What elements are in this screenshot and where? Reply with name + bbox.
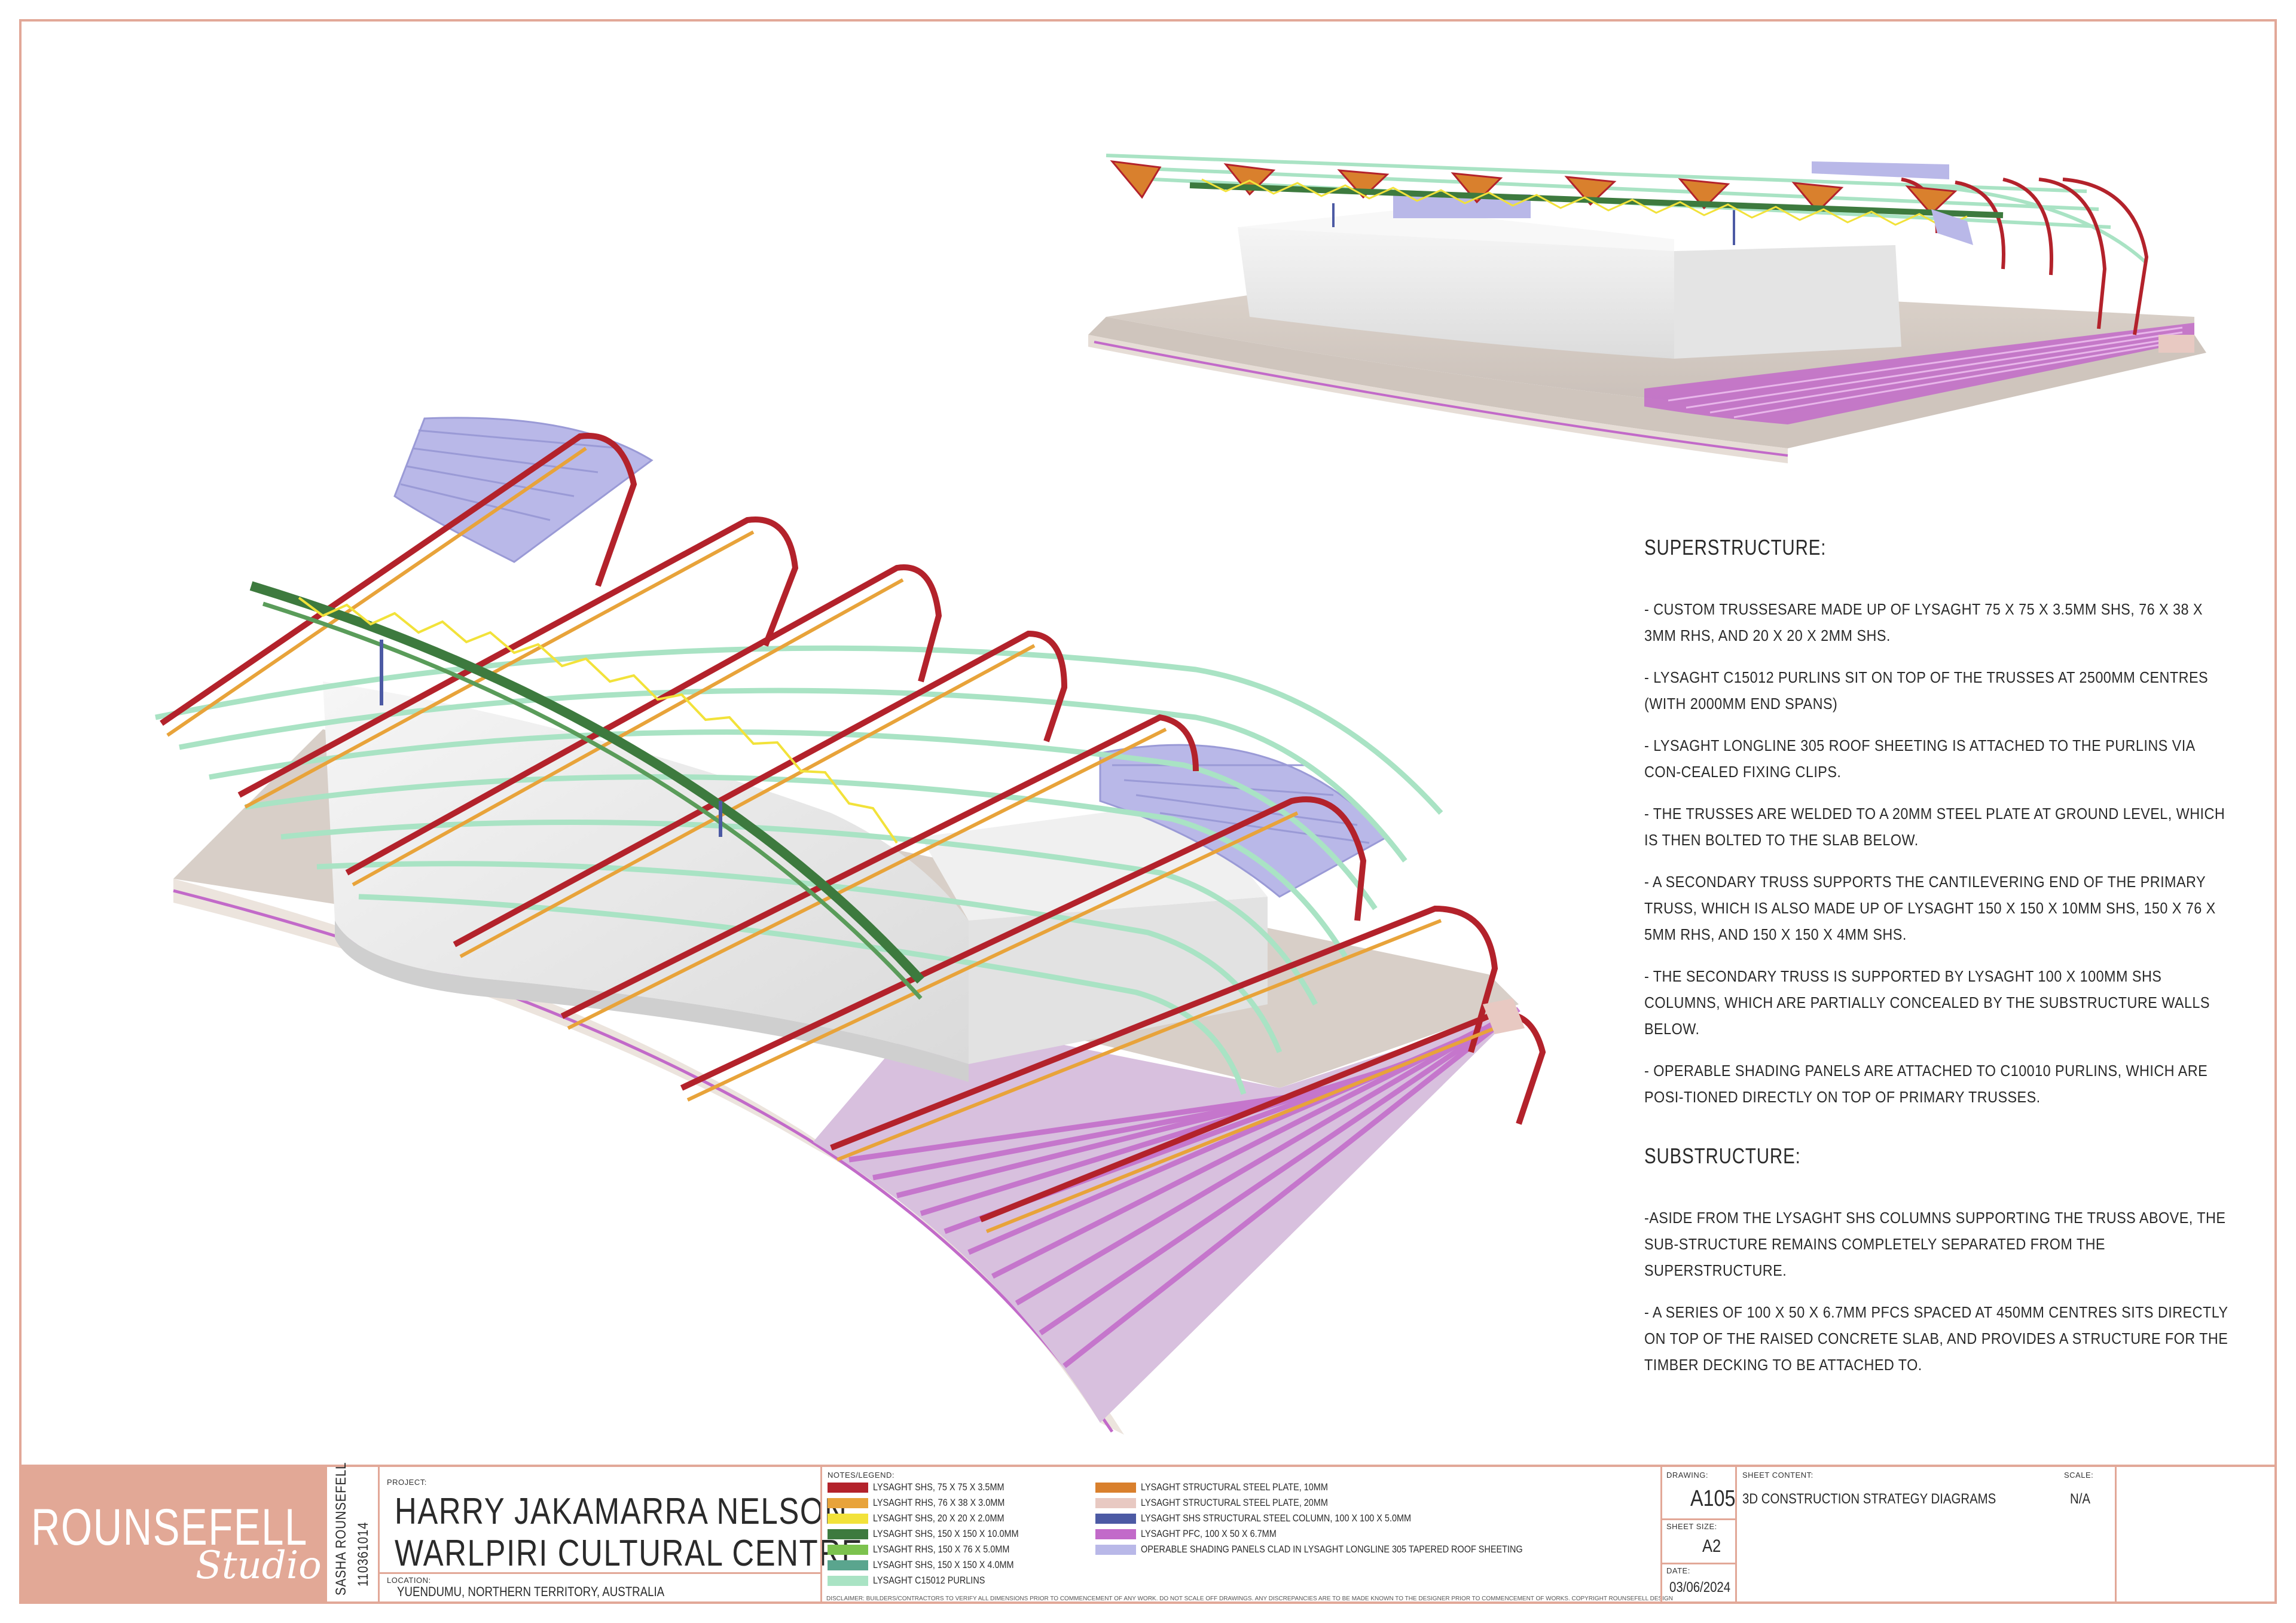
- divider: [1660, 1518, 1735, 1520]
- superstructure-note-4: - THE TRUSSES ARE WELDED TO A 20MM STEEL…: [1644, 805, 2225, 849]
- studio-logo: ROUNSEFELL Studio: [19, 1467, 327, 1604]
- project-title-line-1: HARRY JAKAMARRA NELSON: [395, 1491, 848, 1532]
- divider: [378, 1467, 380, 1604]
- substructure-heading: SUBSTRUCTURE:: [1644, 1144, 1801, 1168]
- divider: [2115, 1467, 2117, 1604]
- legend-item: LYSAGHT RHS, 150 X 76 X 5.0MM: [828, 1543, 1034, 1555]
- disclaimer: DISCLAIMER: BUILDERS/CONTRACTORS TO VERI…: [826, 1596, 1673, 1602]
- date-value: 03/06/2024: [1669, 1579, 1731, 1596]
- sheet-size-label: SHEET SIZE:: [1666, 1522, 1717, 1531]
- legend-item: LYSAGHT PFC, 100 X 50 X 6.7MM: [1095, 1528, 1300, 1540]
- legend-item: OPERABLE SHADING PANELS CLAD IN LYSAGHT …: [1095, 1543, 1590, 1555]
- superstructure-heading: SUPERSTRUCTURE:: [1644, 535, 1827, 560]
- legend-swatch: [828, 1497, 868, 1508]
- superstructure-note-5: - A SECONDARY TRUSS SUPPORTS THE CANTILE…: [1644, 873, 2216, 943]
- legend-label: NOTES/LEGEND:: [828, 1471, 894, 1480]
- substructure-note-1: -ASIDE FROM THE LYSAGHT SHS COLUMNS SUPP…: [1644, 1209, 2226, 1279]
- project-title-line-2: WARLPIRI CULTURAL CENTRE: [395, 1533, 863, 1574]
- legend-swatch: [1095, 1544, 1136, 1555]
- legend-text: LYSAGHT RHS, 76 X 38 X 3.0MM: [873, 1497, 1005, 1508]
- superstructure-note-6: - THE SECONDARY TRUSS IS SUPPORTED BY LY…: [1644, 967, 2210, 1038]
- legend-item: LYSAGHT RHS, 76 X 38 X 3.0MM: [828, 1497, 1028, 1509]
- substructure-note-2: - A SERIES OF 100 X 50 X 6.7MM PFCS SPAC…: [1644, 1303, 2228, 1374]
- legend-text: LYSAGHT STRUCTURAL STEEL PLATE, 20MM: [1141, 1497, 1328, 1508]
- author-name: SASHA ROUNSEFELL: [333, 1462, 349, 1596]
- divider: [1735, 1467, 1737, 1604]
- date-label: DATE:: [1666, 1566, 1690, 1575]
- superstructure-note-1: - CUSTOM TRUSSESARE MADE UP OF LYSAGHT 7…: [1644, 600, 2203, 644]
- sheet-content-label: SHEET CONTENT:: [1742, 1471, 1813, 1480]
- legend-item: LYSAGHT SHS, 150 X 150 X 10.0MM: [828, 1528, 1045, 1540]
- legend-swatch: [1095, 1482, 1136, 1493]
- legend-swatch: [828, 1513, 868, 1524]
- legend-swatch: [828, 1575, 868, 1586]
- drawing-label: DRAWING:: [1666, 1471, 1708, 1480]
- title-block: ROUNSEFELL Studio SASHA ROUNSEFELL 11036…: [19, 1462, 2277, 1604]
- drawing-number: A105: [1690, 1486, 1736, 1511]
- legend-swatch: [828, 1529, 868, 1539]
- divider: [1660, 1467, 1662, 1604]
- legend-text: LYSAGHT RHS, 150 X 76 X 5.0MM: [873, 1543, 1010, 1555]
- legend-text: LYSAGHT SHS, 20 X 20 X 2.0MM: [873, 1512, 1004, 1524]
- legend-text: LYSAGHT C15012 PURLINS: [873, 1575, 985, 1586]
- sheet-content: 3D CONSTRUCTION STRATEGY DIAGRAMS: [1742, 1491, 1996, 1507]
- scale-value: N/A: [2070, 1491, 2091, 1507]
- notes-panel: SUPERSTRUCTURE: - CUSTOM TRUSSESARE MADE…: [1644, 535, 2230, 1393]
- legend-text: LYSAGHT PFC, 100 X 50 X 6.7MM: [1141, 1528, 1277, 1539]
- legend-swatch: [828, 1482, 868, 1493]
- superstructure-note-2: - LYSAGHT C15012 PURLINS SIT ON TOP OF T…: [1644, 668, 2209, 713]
- legend-text: LYSAGHT STRUCTURAL STEEL PLATE, 10MM: [1141, 1481, 1328, 1493]
- legend-swatch: [1095, 1529, 1136, 1539]
- legend-item: LYSAGHT C15012 PURLINS: [828, 1575, 1004, 1587]
- legend-item: LYSAGHT SHS, 150 X 150 X 4.0MM: [828, 1559, 1039, 1571]
- logo-script: Studio: [196, 1543, 322, 1588]
- legend-swatch: [1095, 1497, 1136, 1508]
- divider: [378, 1572, 820, 1574]
- divider: [1660, 1563, 1735, 1564]
- location-label: LOCATION:: [387, 1576, 431, 1585]
- location-value: YUENDUMU, NORTHERN TERRITORY, AUSTRALIA: [397, 1584, 665, 1599]
- render-elevated-view: [1088, 154, 2206, 463]
- sheet-size: A2: [1702, 1536, 1721, 1556]
- project-title: HARRY JAKAMARRA NELSON WARLPIRI CULTURAL…: [395, 1491, 863, 1575]
- legend-item: LYSAGHT SHS, 20 X 20 X 2.0MM: [828, 1512, 1027, 1524]
- legend-text: LYSAGHT SHS STRUCTURAL STEEL COLUMN, 100…: [1141, 1512, 1412, 1524]
- legend-item: LYSAGHT SHS STRUCTURAL STEEL COLUMN, 100…: [1095, 1512, 1459, 1524]
- legend-text: OPERABLE SHADING PANELS CLAD IN LYSAGHT …: [1141, 1543, 1523, 1555]
- superstructure-note-7: - OPERABLE SHADING PANELS ARE ATTACHED T…: [1644, 1062, 2208, 1106]
- legend-swatch: [828, 1560, 868, 1570]
- legend-item: LYSAGHT STRUCTURAL STEEL PLATE, 10MM: [1095, 1481, 1361, 1493]
- legend-swatch: [1095, 1513, 1136, 1524]
- legend-item: LYSAGHT SHS, 75 X 75 X 3.5MM: [828, 1481, 1027, 1493]
- legend-item: LYSAGHT STRUCTURAL STEEL PLATE, 20MM: [1095, 1497, 1361, 1509]
- legend-text: LYSAGHT SHS, 150 X 150 X 4.0MM: [873, 1559, 1014, 1570]
- legend-swatch: [828, 1544, 868, 1555]
- legend-text: LYSAGHT SHS, 150 X 150 X 10.0MM: [873, 1528, 1019, 1539]
- author-id: 110361014: [355, 1521, 371, 1587]
- logo-wordmark: ROUNSEFELL: [31, 1499, 308, 1556]
- legend-text: LYSAGHT SHS, 75 X 75 X 3.5MM: [873, 1481, 1004, 1493]
- project-label: PROJECT:: [387, 1478, 427, 1487]
- scale-label: SCALE:: [2064, 1471, 2094, 1480]
- superstructure-note-3: - LYSAGHT LONGLINE 305 ROOF SHEETING IS …: [1644, 736, 2195, 781]
- render-main-perspective: [155, 417, 1546, 1435]
- divider: [820, 1467, 822, 1604]
- drawing-sheet-border: [19, 19, 2277, 1604]
